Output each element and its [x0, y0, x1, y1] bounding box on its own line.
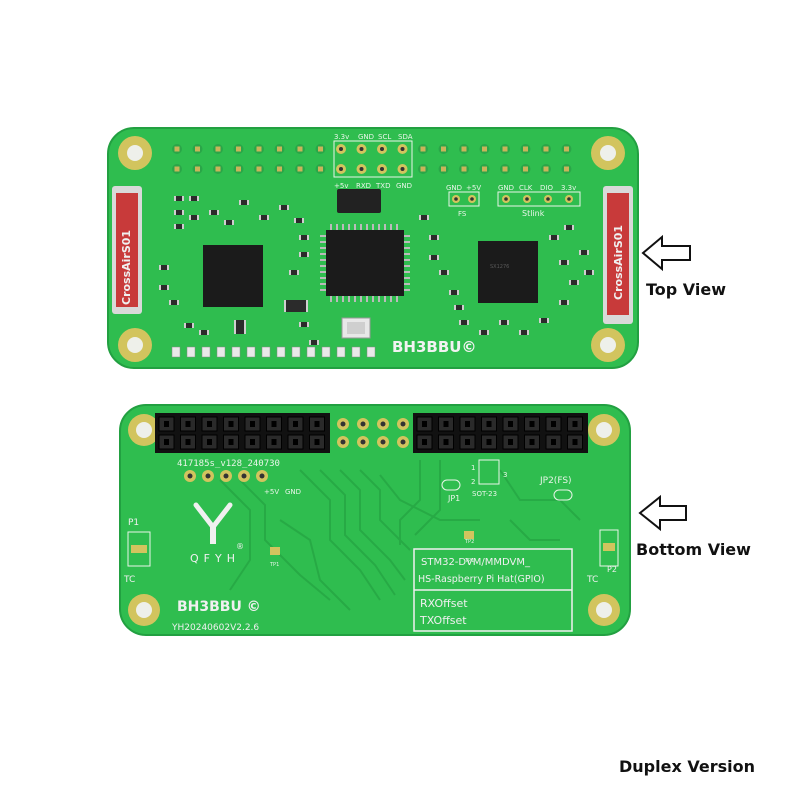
info-line-3: RXOffset	[420, 597, 468, 610]
pin-label-5v: +5V	[264, 488, 279, 496]
tc-right-label: TC	[586, 575, 598, 585]
mounting-hole	[588, 594, 620, 626]
header-label-txd: TXD	[375, 182, 390, 190]
fs-caption: FS	[458, 210, 467, 218]
info-line-2: HS-Raspberry Pi Hat(GPIO)	[418, 574, 545, 585]
fs-label-5v: +5V	[466, 184, 481, 192]
header-label-gnd2: GND	[396, 182, 412, 190]
gpio-header-pads	[172, 140, 572, 178]
top-brand: BH3BBU©	[392, 338, 476, 356]
sot-pin3: 3	[503, 471, 507, 479]
swd-label-gnd: GND	[498, 184, 514, 192]
header-label-gnd: GND	[358, 133, 374, 141]
mounting-hole	[118, 136, 152, 170]
stlink-caption: Stlink	[522, 209, 545, 218]
logo-letters: QFYH	[190, 552, 240, 565]
antenna-text-right: CrossAirS01	[612, 225, 625, 300]
swd-label-3v3: 3.3v	[561, 184, 576, 192]
top-view-arrow-icon	[641, 234, 691, 272]
mounting-hole	[591, 328, 625, 362]
gpio-socket-left	[155, 413, 330, 453]
jp1-label: JP1	[447, 494, 460, 503]
tc-left-label: TC	[123, 575, 135, 585]
gpio-socket-right	[413, 413, 588, 453]
info-line-1: STM32-DVM/MMDVM_	[421, 557, 531, 568]
top-view-label: Top View	[646, 280, 727, 299]
top-board: 3.3v GND SCL SDA +5v RXD TXD GND GND +5V…	[107, 127, 639, 369]
logo-registered-mark: ®	[236, 542, 244, 551]
jp2-label: JP2(FS)	[539, 476, 572, 486]
tp1-label-b: TP1	[464, 558, 474, 564]
sot-pin1: 1	[471, 464, 475, 472]
qfyh-logo	[193, 502, 233, 544]
ic-right: SX1276	[478, 241, 538, 303]
mounting-hole	[118, 328, 152, 362]
svg-text:SX1276: SX1276	[490, 264, 509, 270]
pin-label-gnd: GND	[285, 488, 301, 496]
header-label-sda: SDA	[398, 133, 413, 141]
bottom-board: 417185s_v128_240730 +5V GND QFYH ® TP1 B…	[119, 404, 631, 636]
header-label-scl: SCL	[378, 133, 391, 141]
mounting-hole	[128, 414, 160, 446]
sot-label: SOT-23	[472, 490, 497, 498]
smd-components	[159, 196, 594, 358]
model-text: 417185s_v128_240730	[177, 459, 280, 469]
bottom-view-label: Bottom View	[636, 540, 751, 559]
tp1-label-a: TP1	[269, 562, 279, 568]
antenna-left: CrossAirS01	[112, 186, 142, 314]
header-label-5v: +5v	[334, 182, 348, 190]
ic-left	[203, 245, 263, 307]
swd-label-clk: CLK	[519, 184, 533, 192]
fs-label-gnd: GND	[446, 184, 462, 192]
bottom-view-arrow-icon	[638, 494, 687, 532]
gpio-middle-pads	[337, 418, 409, 448]
swd-label-dio: DIO	[540, 184, 553, 192]
mounting-hole	[588, 414, 620, 446]
ic-mcu	[320, 224, 410, 302]
sot-pin2: 2	[471, 478, 475, 486]
antenna-right: CrossAirS01	[603, 186, 633, 324]
info-box	[413, 548, 573, 632]
tp2-label: TP2	[464, 539, 474, 545]
p1-label: P1	[128, 518, 139, 528]
header-label-3v3: 3.3v	[334, 133, 349, 141]
p2-label: P2	[607, 565, 617, 574]
version-code: YH20240602V2.2.6	[171, 623, 259, 633]
mounting-hole	[128, 594, 160, 626]
bottom-brand: BH3BBU ©	[177, 599, 261, 615]
antenna-text-left: CrossAirS01	[120, 230, 133, 305]
duplex-version-label: Duplex Version	[619, 757, 755, 776]
mounting-hole	[591, 136, 625, 170]
header-label-rxd: RXD	[356, 182, 371, 190]
info-line-4: TXOffset	[419, 614, 467, 627]
